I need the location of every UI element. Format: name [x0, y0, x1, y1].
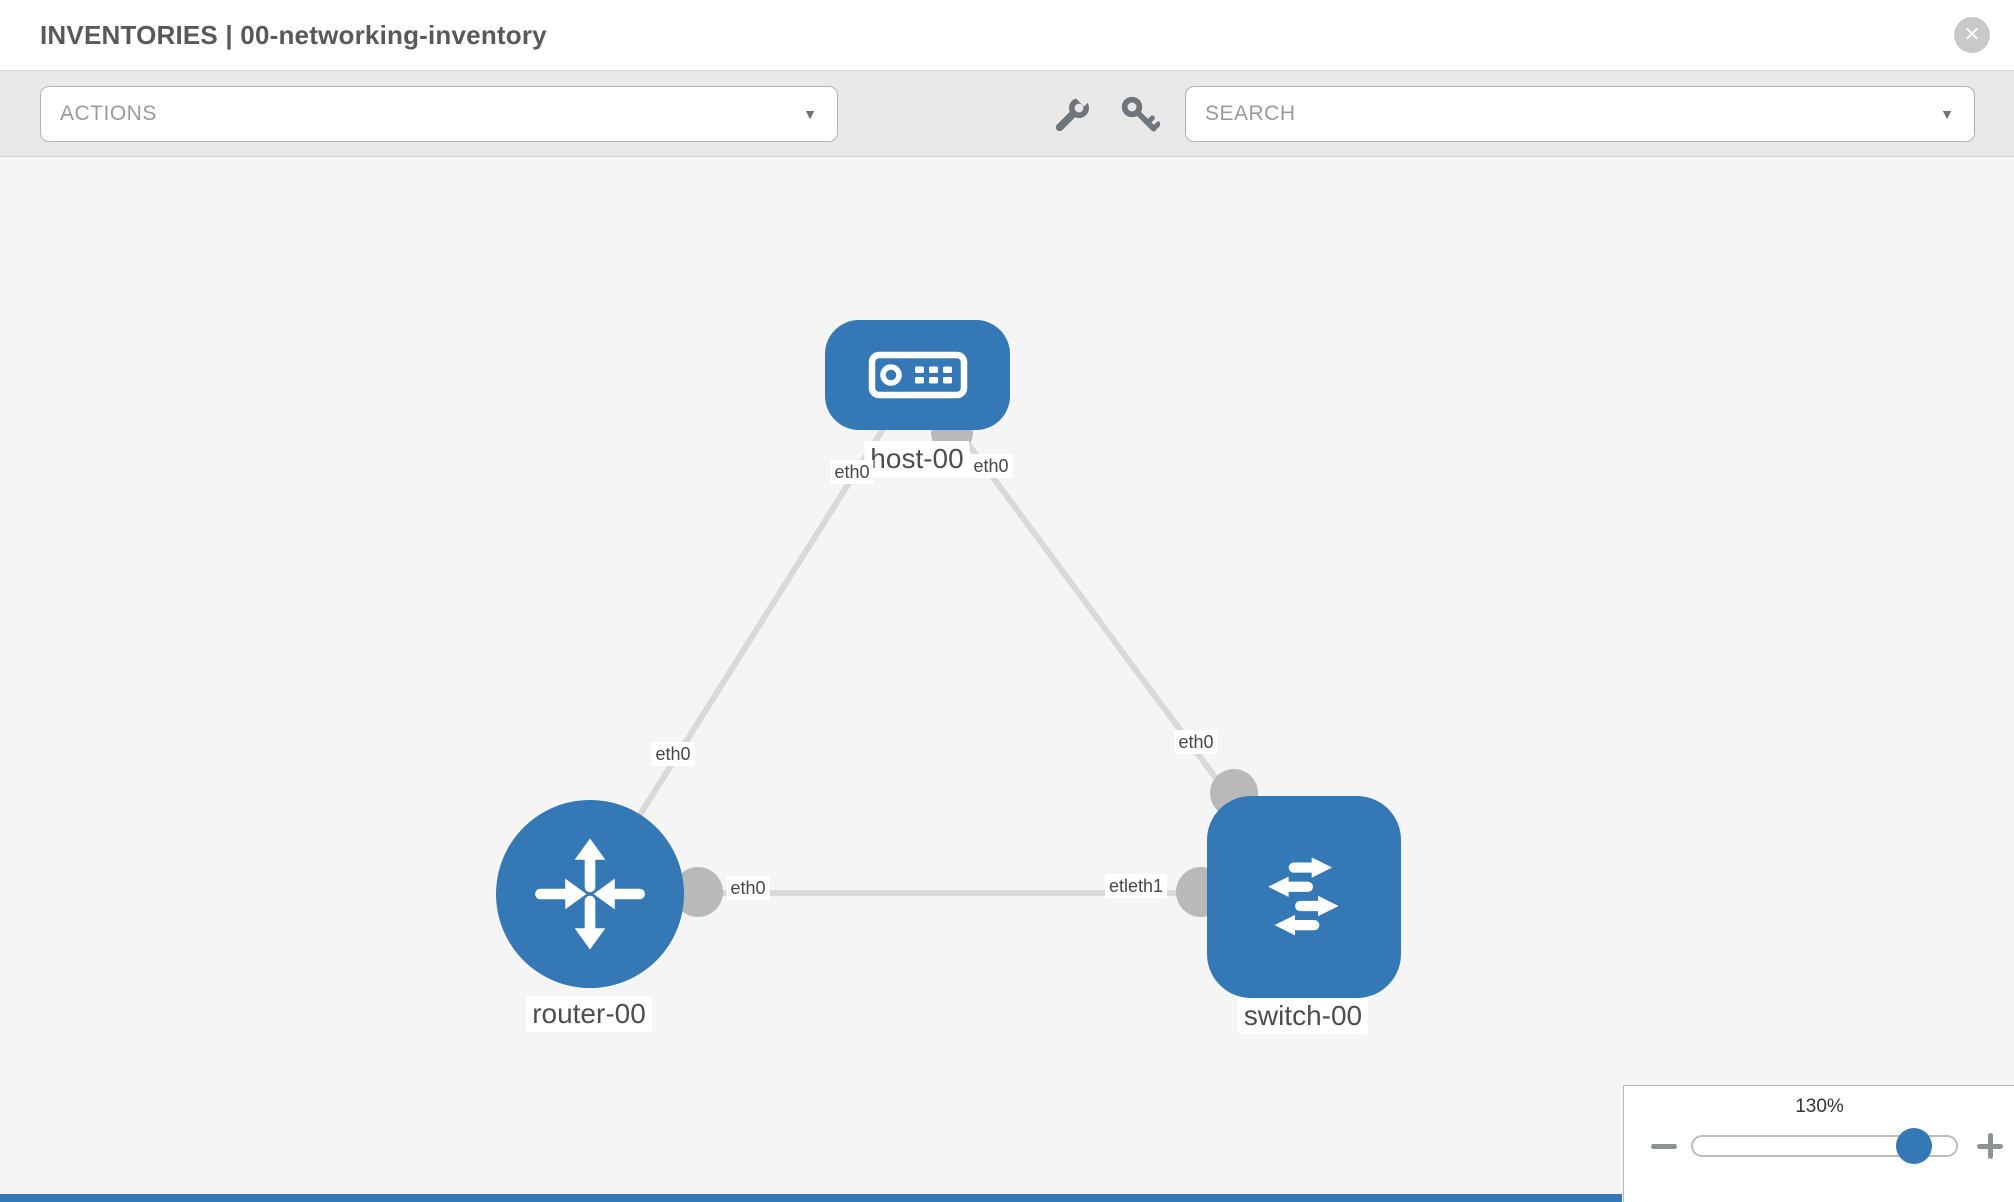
bottom-accent-bar [0, 1194, 1622, 1202]
node-switch-00[interactable] [1207, 796, 1401, 998]
node-label-router: router-00 [526, 996, 652, 1032]
interface-label-router-top: eth0 [651, 742, 695, 766]
interface-label-host-right: eth0 [969, 454, 1013, 478]
chevron-down-icon: ▼ [1940, 106, 1954, 122]
key-icon [1121, 96, 1160, 132]
zoom-slider-thumb[interactable] [1896, 1128, 1932, 1164]
interface-label-switch-left: etleth1 [1104, 874, 1168, 898]
chevron-down-icon: ▼ [803, 106, 817, 122]
node-router-00[interactable] [496, 800, 684, 988]
zoom-in-button[interactable] [1974, 1130, 2006, 1162]
node-label-switch: switch-00 [1237, 998, 1369, 1034]
interface-label-host-left: eth0 [830, 460, 874, 484]
wrench-icon [1055, 95, 1092, 132]
server-icon [868, 351, 967, 399]
toolbar: ACTIONS ▼ SEARCH ▼ [0, 71, 2014, 157]
router-arrows-icon [535, 838, 645, 950]
credentials-button[interactable] [1120, 95, 1160, 135]
interface-dot-router [673, 867, 723, 917]
topology-canvas[interactable]: host-00 router-00 switch-00 eth0 eth0 et… [0, 157, 2014, 1202]
zoom-slider-track[interactable] [1691, 1128, 1958, 1164]
plus-icon [1987, 1133, 1993, 1159]
interface-label-switch-top: eth0 [1174, 730, 1218, 754]
configure-button[interactable] [1052, 95, 1092, 135]
search-dropdown-label: SEARCH [1205, 102, 1296, 125]
actions-dropdown[interactable]: ACTIONS ▼ [40, 86, 838, 142]
zoom-level-value: 130% [1795, 1096, 1844, 1117]
interface-label-router-right: eth0 [726, 876, 770, 900]
node-label-host: host-00 [864, 441, 970, 477]
search-dropdown[interactable]: SEARCH ▼ [1185, 86, 1975, 142]
node-host-00[interactable] [825, 320, 1010, 430]
modal-header: INVENTORIES | 00-networking-inventory ✕ [0, 0, 2014, 71]
switch-arrows-icon [1268, 857, 1339, 936]
zoom-panel: 130% [1623, 1085, 2014, 1202]
close-icon[interactable]: ✕ [1954, 17, 1990, 53]
actions-dropdown-label: ACTIONS [60, 102, 157, 125]
topology-edges [587, 373, 1307, 917]
minus-icon [1651, 1144, 1677, 1149]
zoom-out-button[interactable] [1648, 1130, 1680, 1162]
page-title: INVENTORIES | 00-networking-inventory [40, 20, 547, 50]
